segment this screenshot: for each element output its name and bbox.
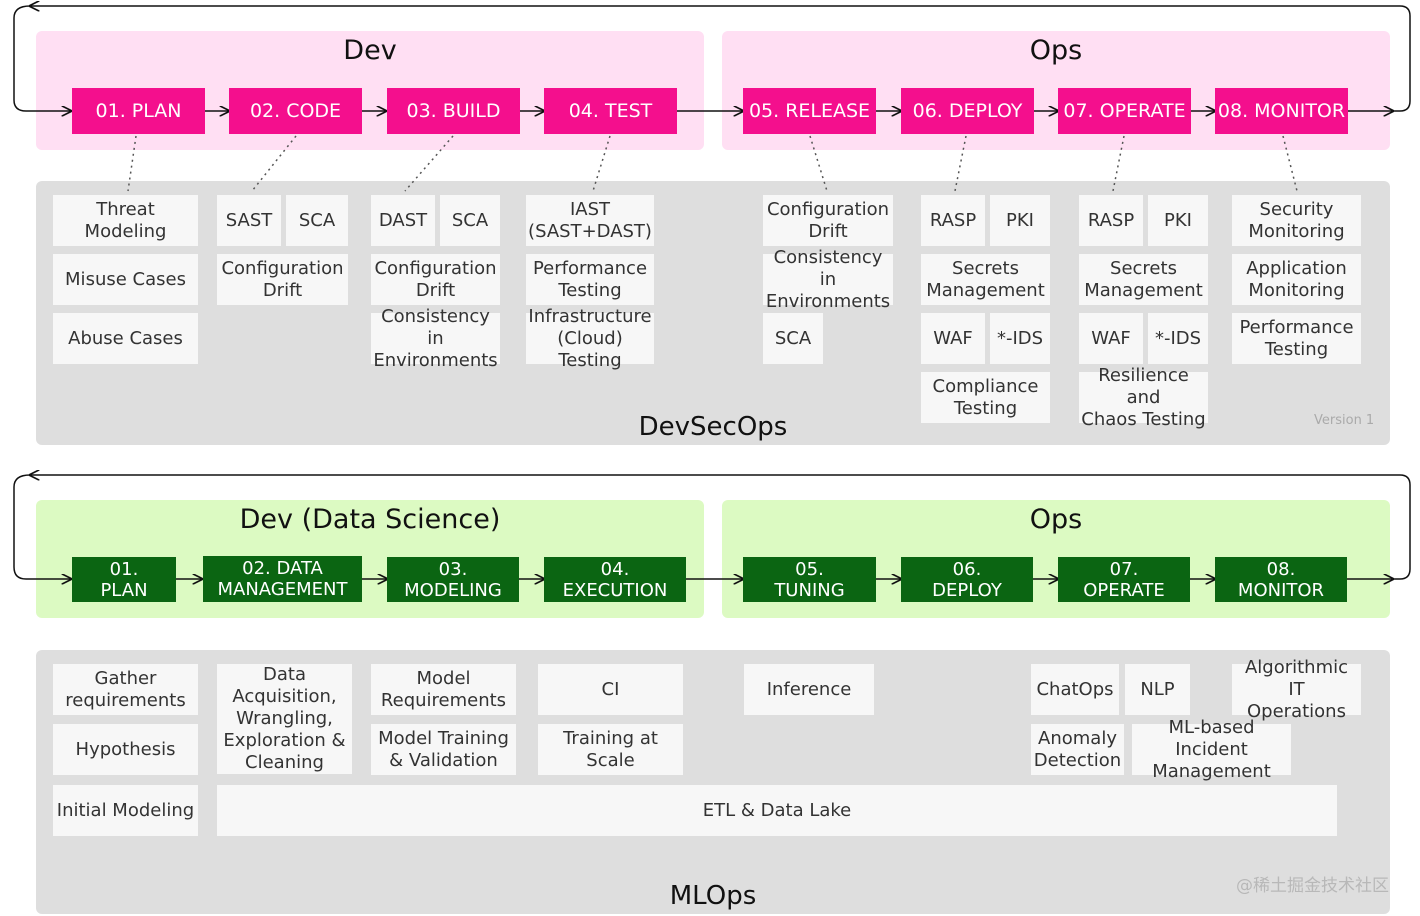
cell-dast: DAST: [371, 195, 435, 246]
stage-release: 05. RELEASE: [743, 88, 876, 134]
cell-etl-data-lake: ETL & Data Lake: [217, 785, 1337, 836]
stage-deploy: 06. DEPLOY: [901, 88, 1034, 134]
cell-training-at-scale: Training at Scale: [538, 724, 683, 775]
cell-anomaly-detection: Anomaly Detection: [1031, 724, 1124, 775]
watermark: @稀土掘金技术社区: [1236, 876, 1389, 896]
cell-rasp: RASP: [1079, 195, 1143, 246]
cell-pki: PKI: [1148, 195, 1208, 246]
dev-title: Dev: [343, 35, 397, 66]
stage-operate: 07. OPERATE: [1058, 88, 1191, 134]
cell-ids: *-IDS: [1148, 313, 1208, 364]
ml-stage-operate: 07. OPERATE: [1058, 557, 1190, 602]
ml-stage-execution: 04. EXECUTION: [544, 557, 686, 602]
devsecops-title: DevSecOps: [638, 412, 788, 442]
cell-model-requirements: Model Requirements: [371, 664, 516, 715]
cell-abuse-cases: Abuse Cases: [53, 313, 198, 364]
ops-title: Ops: [1029, 35, 1083, 66]
cell-initial-modeling: Initial Modeling: [53, 785, 198, 836]
cell-data-acquisition: Data Acquisition, Wrangling, Exploration…: [217, 664, 352, 774]
cell-configuration-drift: Configuration Drift: [371, 254, 500, 305]
version-label: Version 1: [1314, 413, 1375, 428]
mlops-title: MLOps: [669, 881, 757, 911]
cell-performance-testing: Performance Testing: [1232, 313, 1361, 364]
ml-stage-modeling: 03. MODELING: [387, 557, 519, 602]
ml-stage-plan: 01. PLAN: [72, 557, 176, 602]
cell-inference: Inference: [744, 664, 874, 715]
cell-secrets-management: Secrets Management: [1079, 254, 1208, 305]
stage-plan: 01. PLAN: [72, 88, 205, 134]
cell-nlp: NLP: [1125, 664, 1190, 715]
cell-model-training-validation: Model Training & Validation: [371, 724, 516, 775]
cell-performance-testing: Performance Testing: [526, 254, 654, 305]
stage-build: 03. BUILD: [387, 88, 520, 134]
cell-sca: SCA: [286, 195, 348, 246]
cell-threat-modeling: Threat Modeling: [53, 195, 198, 246]
cell-ml-incident-management: ML-based Incident Management: [1132, 717, 1291, 782]
cell-sca: SCA: [763, 313, 823, 364]
cell-algorithmic-it-operations: Algorithmic IT Operations: [1232, 657, 1361, 722]
cell-secrets-management: Secrets Management: [921, 254, 1050, 305]
cell-iast: IAST (SAST+DAST): [526, 195, 654, 246]
ml-stage-deploy: 06. DEPLOY: [901, 557, 1033, 602]
cell-waf: WAF: [921, 313, 985, 364]
dev-data-science-title: Dev (Data Science): [239, 504, 501, 535]
cell-compliance-testing: Compliance Testing: [921, 372, 1050, 423]
ml-stage-data-management: 02. DATA MANAGEMENT: [203, 556, 362, 602]
stage-test: 04. TEST: [544, 88, 677, 134]
cell-sca: SCA: [440, 195, 500, 246]
cell-application-monitoring: Application Monitoring: [1232, 254, 1361, 305]
ml-stage-monitor: 08. MONITOR: [1215, 557, 1347, 602]
cell-configuration-drift: Configuration Drift: [217, 254, 348, 305]
stage-monitor: 08. MONITOR: [1215, 88, 1348, 134]
cell-ids: *-IDS: [990, 313, 1050, 364]
ml-stage-tuning: 05. TUNING: [743, 557, 876, 602]
cell-security-monitoring: Security Monitoring: [1232, 195, 1361, 246]
cell-hypothesis: Hypothesis: [53, 724, 198, 775]
cell-chatops: ChatOps: [1031, 664, 1119, 715]
cell-ci: CI: [538, 664, 683, 715]
cell-gather-requirements: Gather requirements: [53, 664, 198, 715]
cell-misuse-cases: Misuse Cases: [53, 254, 198, 305]
cell-waf: WAF: [1079, 313, 1143, 364]
cell-rasp: RASP: [921, 195, 985, 246]
cell-pki: PKI: [990, 195, 1050, 246]
stage-code: 02. CODE: [229, 88, 362, 134]
cell-configuration-drift: Configuration Drift: [763, 195, 893, 246]
cell-sast: SAST: [217, 195, 281, 246]
ml-ops-title: Ops: [1029, 504, 1083, 535]
